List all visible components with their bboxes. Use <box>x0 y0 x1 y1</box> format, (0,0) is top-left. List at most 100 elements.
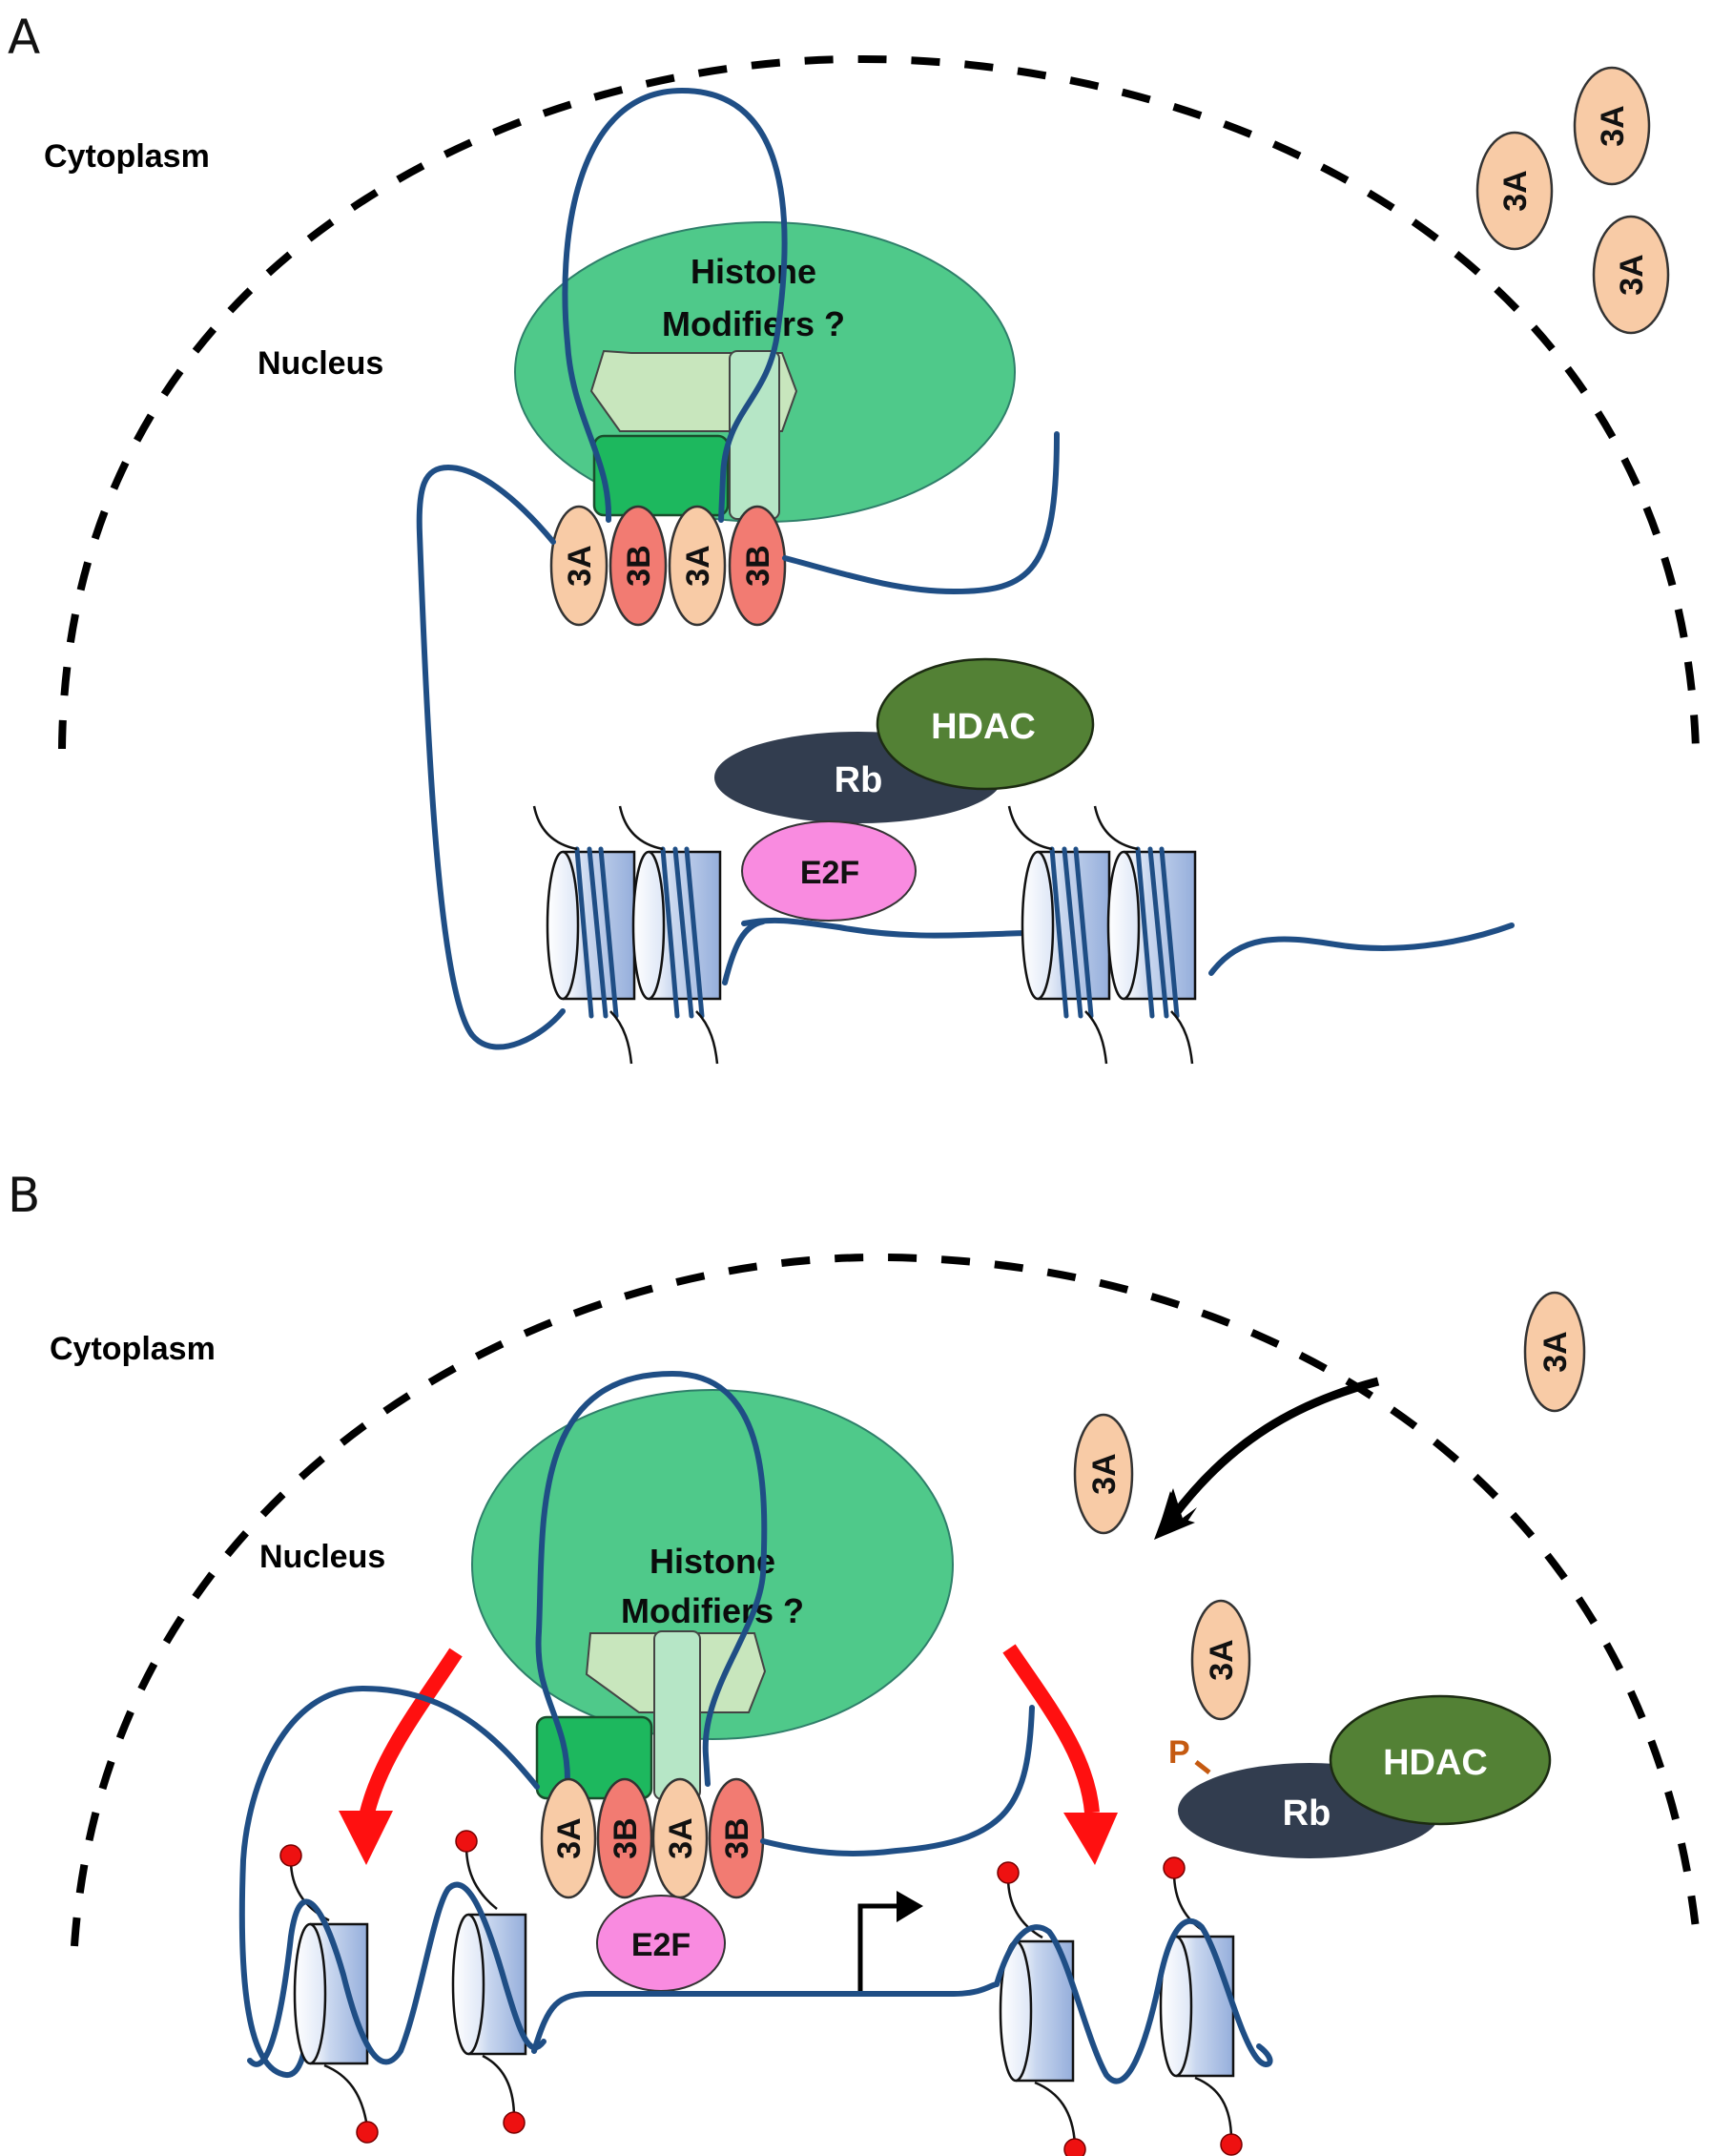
svg-text:3B: 3B <box>719 1817 755 1858</box>
svg-text:3A: 3A <box>663 1817 699 1858</box>
svg-text:3A: 3A <box>1086 1453 1123 1494</box>
rb-label: Rb <box>835 760 883 800</box>
dna-wrap-right-b <box>994 1918 1273 2084</box>
nucleosome <box>532 805 636 1065</box>
dna-linker-b <box>531 1981 1000 2054</box>
arrow-tip-icon <box>1154 1488 1195 1540</box>
rb-hdac-e2f-complex-a: Rb HDAC E2F <box>714 657 1095 922</box>
svg-text:3A: 3A <box>680 545 716 586</box>
dna-linker-a <box>741 917 1028 939</box>
cytoplasm-label-a: Cytoplasm <box>44 138 210 175</box>
dna-tail-right-a <box>1208 923 1515 976</box>
dna-wrap-left-b <box>247 1881 547 2067</box>
nucleosome <box>1093 805 1197 1065</box>
svg-text:3A: 3A <box>551 1817 588 1858</box>
methyl-mark <box>1063 2138 1086 2156</box>
panel-b: B Cytoplasm Nucleus 3A 3A 3A Histone M <box>8 1168 1702 2156</box>
dnmt3a-subunit: 3A <box>651 1777 709 1899</box>
dnmt-complex-b: 3A 3B 3A 3B <box>540 1777 765 1899</box>
dnmt-complex-a: 3A 3B 3A 3B <box>549 505 787 627</box>
red-arrow-right <box>1002 1644 1100 1814</box>
nucleosome <box>1007 805 1111 1065</box>
histone-modifiers-label-line2: Modifiers ? <box>662 304 845 343</box>
svg-text:3B: 3B <box>608 1817 644 1858</box>
dna-connector-a <box>722 919 766 985</box>
panel-a: A Cytoplasm Nucleus 3A 3A 3A <box>8 10 1700 1065</box>
nucleosome-group-right-b <box>994 1856 1273 2156</box>
nuclear-membrane-b <box>71 1253 1702 1947</box>
nucleus-label-a: Nucleus <box>258 345 383 382</box>
dnmt3b-subunit: 3B <box>596 1777 653 1899</box>
nucleosome <box>618 805 722 1065</box>
methyl-mark <box>455 1830 478 1853</box>
hdac-label: HDAC <box>931 707 1036 747</box>
phospho-label: P <box>1168 1734 1190 1771</box>
nucleus-label-b: Nucleus <box>259 1539 385 1575</box>
nuclear-membrane-a <box>58 54 1700 750</box>
e2f-protein-b: E2F <box>596 1895 726 1992</box>
protein-3a: 3A <box>1573 66 1651 186</box>
dnmt3b-subunit: 3B <box>728 505 787 627</box>
dna-strand-right-b <box>760 1705 1035 1856</box>
protein-3a-cytoplasmic: 3A <box>1523 1291 1586 1413</box>
histone-modifiers-label-line1: Histone <box>691 252 816 291</box>
protein-3a-nuclear: 3A <box>1190 1599 1251 1721</box>
phospho-bond <box>1194 1760 1211 1774</box>
protein-3a: 3A <box>1592 215 1670 335</box>
methyl-mark <box>356 2121 379 2144</box>
svg-text:3B: 3B <box>621 545 657 586</box>
dna-strand-right-a <box>782 431 1060 595</box>
e2f-label: E2F <box>631 1927 691 1963</box>
dnmt3a-subunit: 3A <box>668 505 727 627</box>
svg-text:3A: 3A <box>1537 1331 1574 1372</box>
methyl-mark <box>1163 1856 1186 1879</box>
red-arrowhead-right <box>1063 1813 1118 1865</box>
protein-3a: 3A <box>1475 131 1554 251</box>
red-arrow-left <box>360 1648 463 1814</box>
nucleosome-open <box>1159 1856 1243 2156</box>
dnmt3b-subunit: 3B <box>708 1777 765 1899</box>
dna-strand-loop-a <box>562 87 788 523</box>
transcription-start-arrowhead-icon <box>897 1891 923 1922</box>
methyl-mark <box>503 2111 526 2134</box>
dnmt3a-subunit: 3A <box>540 1777 597 1899</box>
e2f-label: E2F <box>800 855 859 891</box>
dna-strand-left-b <box>238 1685 540 2078</box>
hdac-protein <box>876 657 1095 791</box>
methyl-mark <box>1220 2133 1243 2156</box>
svg-text:3A: 3A <box>1595 105 1631 146</box>
svg-text:3A: 3A <box>562 545 598 586</box>
nucleosome-group-left-b <box>247 1830 547 2144</box>
hdac-protein <box>1329 1694 1552 1826</box>
panel-letter-a: A <box>8 10 40 65</box>
methyl-mark <box>997 1861 1020 1884</box>
panel-letter-b: B <box>8 1168 40 1223</box>
hdac-label: HDAC <box>1383 1743 1488 1783</box>
histone-modifiers-label-line1: Histone <box>650 1542 775 1581</box>
dna-strand-loop-b <box>535 1370 768 1787</box>
dnmt3b-subunit: 3B <box>608 505 668 627</box>
rb-label: Rb <box>1283 1793 1331 1834</box>
protein-3a-nuclear: 3A <box>1073 1413 1134 1535</box>
dnmt3a-subunit: 3A <box>549 505 608 627</box>
svg-text:3A: 3A <box>1204 1639 1240 1680</box>
nucleosome-open <box>279 1844 379 2144</box>
dna-strand-left-a <box>416 464 566 1050</box>
histone-modifiers-label-line2: Modifiers ? <box>621 1591 804 1630</box>
transcription-start-arrow <box>857 1903 901 1992</box>
svg-text:3A: 3A <box>1614 254 1650 295</box>
nucleosome-group-left-a <box>532 805 722 1065</box>
modifier-dark-block <box>592 434 730 517</box>
svg-text:3B: 3B <box>740 545 776 586</box>
rb-hdac-complex-b: Rb HDAC P <box>1168 1694 1552 1858</box>
cytoplasm-label-b: Cytoplasm <box>50 1331 216 1367</box>
nucleosome-open <box>451 1830 527 2134</box>
modifier-light-block <box>729 350 780 520</box>
nuclear-import-arrow <box>1169 1377 1380 1520</box>
e2f-protein <box>741 820 917 922</box>
svg-text:3A: 3A <box>1497 170 1534 211</box>
nucleosome-group-right-a <box>1007 805 1197 1065</box>
cytoplasmic-3a-proteins-a: 3A 3A 3A <box>1475 66 1670 335</box>
nucleosome-open <box>997 1861 1086 2156</box>
